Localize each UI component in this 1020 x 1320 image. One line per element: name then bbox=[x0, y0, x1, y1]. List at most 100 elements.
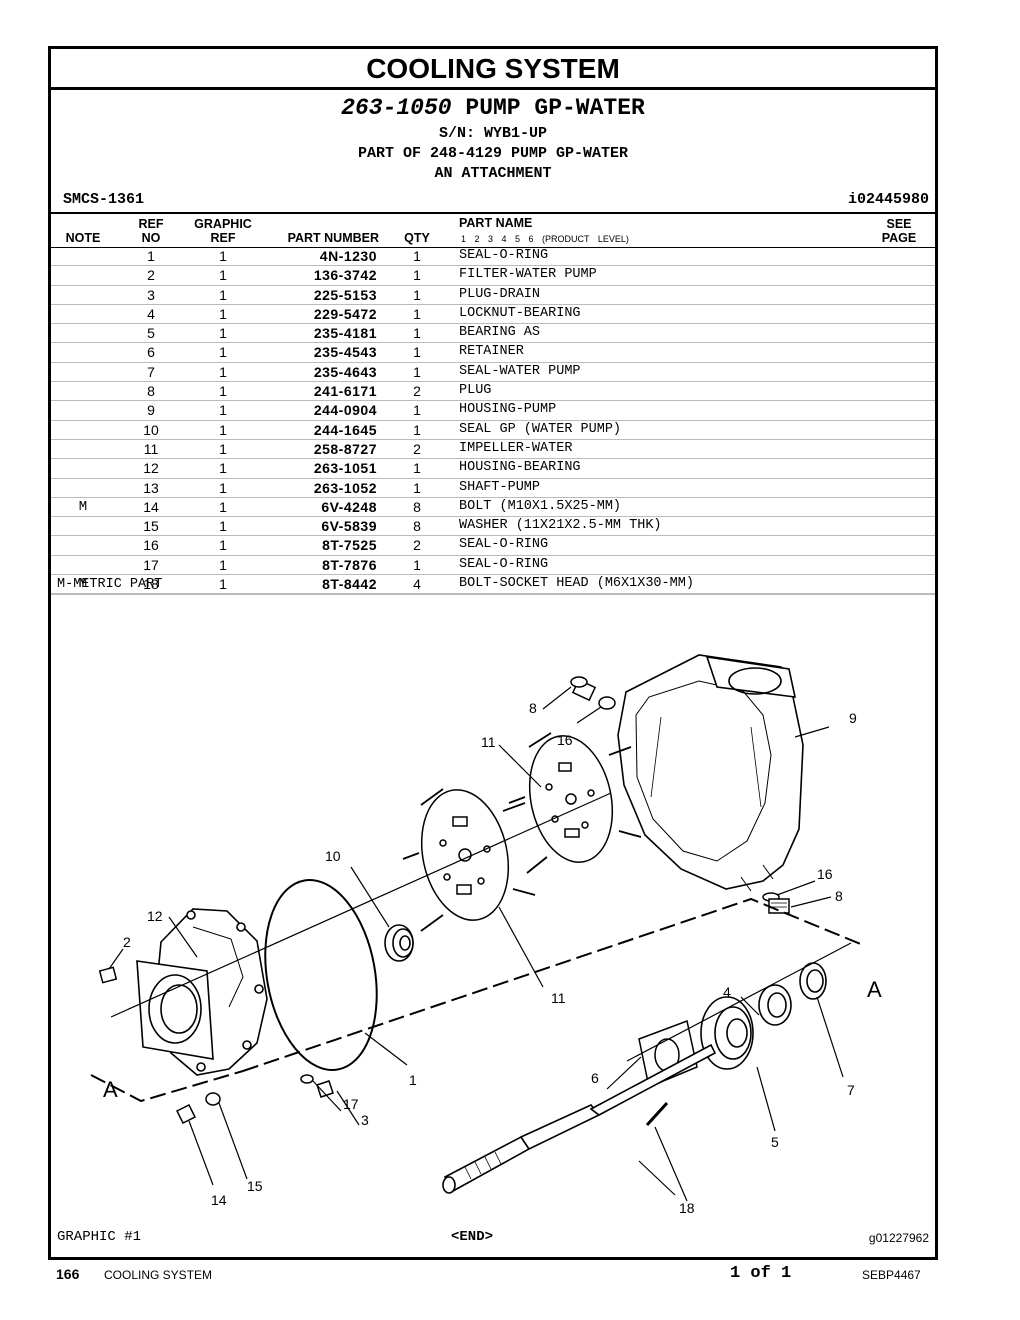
seal-group-drawing bbox=[384, 924, 414, 962]
callout-labels: 1 2 3 4 5 6 7 8 8 9 10 11 11 12 13 14 15… bbox=[103, 700, 882, 1227]
table-header-bottom-rule bbox=[51, 247, 935, 248]
header-note: NOTE bbox=[65, 231, 101, 245]
row-ref-number: 1 bbox=[147, 248, 155, 264]
row-part-number[interactable]: 244-1645 bbox=[313, 421, 377, 438]
row-part-number[interactable]: 8T-7525 bbox=[322, 537, 377, 554]
header-graphic-top: GRAPHIC bbox=[194, 217, 252, 231]
row-ref-number: 9 bbox=[147, 402, 155, 419]
bearing-housing-drawing bbox=[136, 908, 268, 1076]
row-part-number[interactable]: 225-5153 bbox=[313, 286, 377, 303]
graphic-id: g01227962 bbox=[868, 1231, 929, 1245]
plug-top-drawing bbox=[570, 676, 616, 710]
table-row[interactable]: 12 1 263-1051 1 HOUSING-BEARING bbox=[51, 459, 935, 479]
row-graphic-ref: 1 bbox=[219, 440, 227, 457]
row-part-number[interactable]: 136-3742 bbox=[313, 267, 377, 284]
footer-document-number: SEBP4467 bbox=[862, 1268, 921, 1282]
row-graphic-ref: 1 bbox=[219, 518, 227, 535]
group-part-number[interactable]: 263-1050 bbox=[341, 95, 452, 121]
row-part-name: WASHER (11X21X2.5-MM THK) bbox=[459, 518, 662, 534]
section-title: COOLING SYSTEM bbox=[51, 49, 935, 90]
row-quantity: 4 bbox=[413, 576, 421, 593]
row-quantity: 2 bbox=[413, 537, 421, 554]
row-part-number[interactable]: 4N-1230 bbox=[319, 248, 377, 264]
row-ref-number: 7 bbox=[147, 363, 155, 380]
row-part-name: SEAL GP (WATER PUMP) bbox=[459, 421, 622, 437]
row-graphic-ref: 1 bbox=[219, 402, 227, 419]
callout-18: 18 bbox=[679, 1200, 695, 1216]
pump-shaft-drawing bbox=[442, 1043, 717, 1194]
row-part-name: BOLT (M10X1.5X25-MM) bbox=[459, 498, 622, 514]
row-part-number[interactable]: 244-0904 bbox=[313, 402, 377, 419]
row-graphic-ref: 1 bbox=[219, 460, 227, 477]
water-seal-drawing bbox=[799, 962, 827, 1000]
row-part-number[interactable]: 241-6171 bbox=[313, 383, 377, 400]
row-quantity: 1 bbox=[413, 479, 421, 496]
row-ref-number: 18 bbox=[143, 576, 159, 593]
callout-16-bottom: 16 bbox=[817, 866, 833, 882]
group-heading: 263-1050 PUMP GP-WATER bbox=[51, 95, 935, 121]
callout-2: 2 bbox=[123, 934, 131, 950]
locknut-drawing bbox=[758, 984, 792, 1026]
parts-page-frame: COOLING SYSTEM 263-1050 PUMP GP-WATER S/… bbox=[48, 46, 938, 1260]
row-part-number[interactable]: 8T-7876 bbox=[322, 556, 377, 573]
leader-lines bbox=[108, 686, 844, 1202]
row-part-number[interactable]: 263-1052 bbox=[313, 479, 377, 496]
row-graphic-ref: 1 bbox=[219, 325, 227, 342]
callout-9: 9 bbox=[849, 710, 857, 726]
row-part-number[interactable]: 8T-8442 bbox=[322, 576, 377, 593]
row-ref-number: 13 bbox=[143, 479, 159, 496]
callout-14: 14 bbox=[211, 1192, 227, 1208]
header-graphic-bottom: REF bbox=[210, 231, 236, 245]
row-part-number[interactable]: 229-5472 bbox=[313, 305, 377, 322]
row-part-number[interactable]: 235-4543 bbox=[313, 344, 377, 361]
row-quantity: 8 bbox=[413, 498, 421, 515]
row-ref-number: 16 bbox=[143, 537, 159, 554]
row-part-number[interactable]: 235-4181 bbox=[313, 325, 377, 342]
row-graphic-ref: 1 bbox=[219, 556, 227, 573]
row-ref-number: 12 bbox=[143, 460, 159, 477]
row-part-name: HOUSING-BEARING bbox=[459, 460, 581, 476]
row-part-name: BOLT-SOCKET HEAD (M6X1X30-MM) bbox=[459, 576, 694, 592]
row-quantity: 1 bbox=[413, 421, 421, 438]
callout-6: 6 bbox=[591, 1070, 599, 1086]
row-part-name: SEAL-O-RING bbox=[459, 248, 549, 263]
callout-8-top: 8 bbox=[529, 700, 537, 716]
callout-5: 5 bbox=[771, 1134, 779, 1150]
callout-A-left: A bbox=[103, 1077, 118, 1102]
row-part-number[interactable]: 235-4643 bbox=[313, 363, 377, 380]
row-part-number[interactable]: 258-8727 bbox=[313, 440, 377, 457]
smcs-code: SMCS-1361 bbox=[63, 191, 145, 208]
attachment-line: AN ATTACHMENT bbox=[434, 165, 552, 182]
impeller-upper-drawing bbox=[508, 732, 642, 874]
row-ref-number: 14 bbox=[143, 498, 159, 515]
header-see-bottom: PAGE bbox=[881, 231, 917, 245]
graphic-label: GRAPHIC #1 bbox=[57, 1229, 142, 1245]
row-part-name: PLUG-DRAIN bbox=[459, 286, 541, 302]
row-part-number[interactable]: 263-1051 bbox=[313, 460, 377, 477]
row-part-number[interactable]: 6V-5839 bbox=[321, 518, 377, 535]
row-quantity: 1 bbox=[413, 460, 421, 477]
row-note: M bbox=[78, 576, 88, 593]
row-part-name: SEAL-O-RING bbox=[459, 537, 549, 553]
row-part-number[interactable]: 6V-4248 bbox=[321, 498, 377, 515]
row-ref-number: 2 bbox=[147, 267, 155, 284]
row-part-name: SEAL-O-RING bbox=[459, 556, 549, 572]
